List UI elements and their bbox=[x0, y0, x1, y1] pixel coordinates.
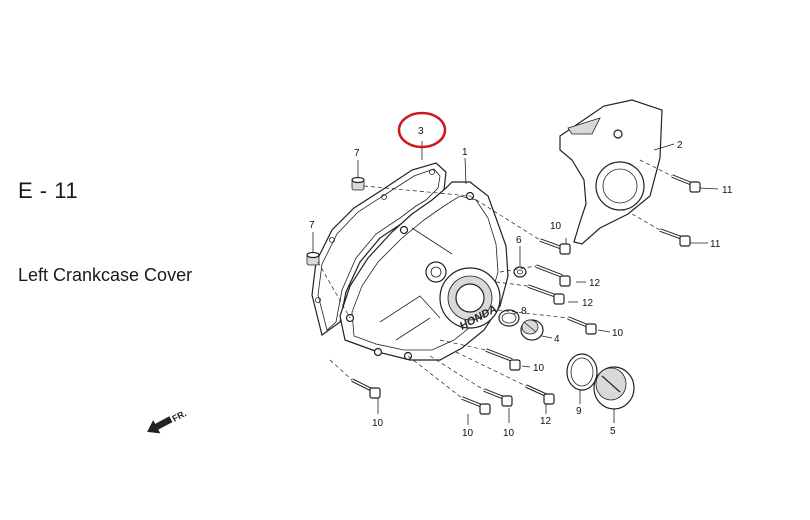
o-ring-part-8[interactable] bbox=[498, 309, 520, 327]
section-title: Left Crankcase Cover bbox=[18, 265, 193, 285]
washer-part-6[interactable] bbox=[513, 266, 527, 278]
bolt-part-12-b[interactable] bbox=[527, 284, 565, 305]
callout-12-a: 12 bbox=[589, 278, 601, 289]
callout-11-b: 11 bbox=[710, 239, 721, 250]
bolt-part-10-f[interactable] bbox=[483, 388, 513, 407]
bolt-part-10-b[interactable] bbox=[567, 316, 597, 335]
leader-lines bbox=[312, 141, 719, 425]
bolt-part-11-b[interactable] bbox=[659, 228, 691, 247]
cover-part-2[interactable] bbox=[559, 99, 663, 245]
callout-12-b: 12 bbox=[582, 298, 594, 309]
cap-part-4[interactable] bbox=[520, 319, 544, 341]
bolt-part-10-c[interactable] bbox=[485, 348, 521, 371]
front-direction-indicator: FR. bbox=[147, 408, 188, 434]
callout-12-c: 12 bbox=[540, 416, 552, 427]
bolt-part-10-e[interactable] bbox=[461, 396, 491, 415]
left-crankcase-cover-part-1[interactable]: HONDA bbox=[339, 181, 509, 361]
callout-numbers: 1 2 3 4 5 6 7 7 8 9 10 10 10 10 10 10 11… bbox=[309, 126, 733, 439]
dowel-pin-part-7-lower[interactable] bbox=[306, 251, 320, 266]
callout-10-b: 10 bbox=[612, 328, 624, 339]
callout-9: 9 bbox=[576, 406, 582, 417]
callout-10-e: 10 bbox=[462, 428, 474, 439]
gasket-part-3[interactable] bbox=[311, 162, 447, 337]
callout-10-d: 10 bbox=[372, 418, 384, 429]
cap-part-5[interactable] bbox=[593, 366, 635, 410]
callout-3: 3 bbox=[418, 126, 424, 137]
alignment-lines bbox=[317, 159, 673, 399]
front-arrow-icon bbox=[147, 416, 173, 434]
callout-11-a: 11 bbox=[722, 185, 733, 196]
callout-1: 1 bbox=[462, 147, 468, 158]
dowel-pin-part-7-upper[interactable] bbox=[351, 176, 365, 191]
callout-6: 6 bbox=[516, 235, 522, 246]
callout-10-c: 10 bbox=[533, 363, 545, 374]
section-code: E - 11 bbox=[18, 178, 79, 203]
callout-5: 5 bbox=[610, 426, 616, 437]
bolt-part-10-a[interactable] bbox=[539, 238, 571, 255]
callout-7-upper: 7 bbox=[354, 148, 360, 159]
highlight-ring-callout-3 bbox=[397, 111, 447, 149]
callout-8: 8 bbox=[521, 306, 527, 317]
bolts bbox=[351, 174, 701, 415]
o-ring-part-9[interactable] bbox=[566, 353, 598, 391]
callout-7-lower: 7 bbox=[309, 220, 315, 231]
callout-10-a: 10 bbox=[550, 221, 562, 232]
bolt-part-11-a[interactable] bbox=[671, 174, 701, 193]
bolt-part-10-d[interactable] bbox=[351, 378, 381, 399]
callout-2: 2 bbox=[677, 140, 683, 151]
front-label: FR. bbox=[170, 408, 187, 424]
bolt-part-12-a[interactable] bbox=[535, 264, 571, 287]
callout-10-f: 10 bbox=[503, 428, 515, 439]
bolt-part-12-c[interactable] bbox=[525, 384, 555, 405]
callout-4: 4 bbox=[554, 334, 560, 345]
